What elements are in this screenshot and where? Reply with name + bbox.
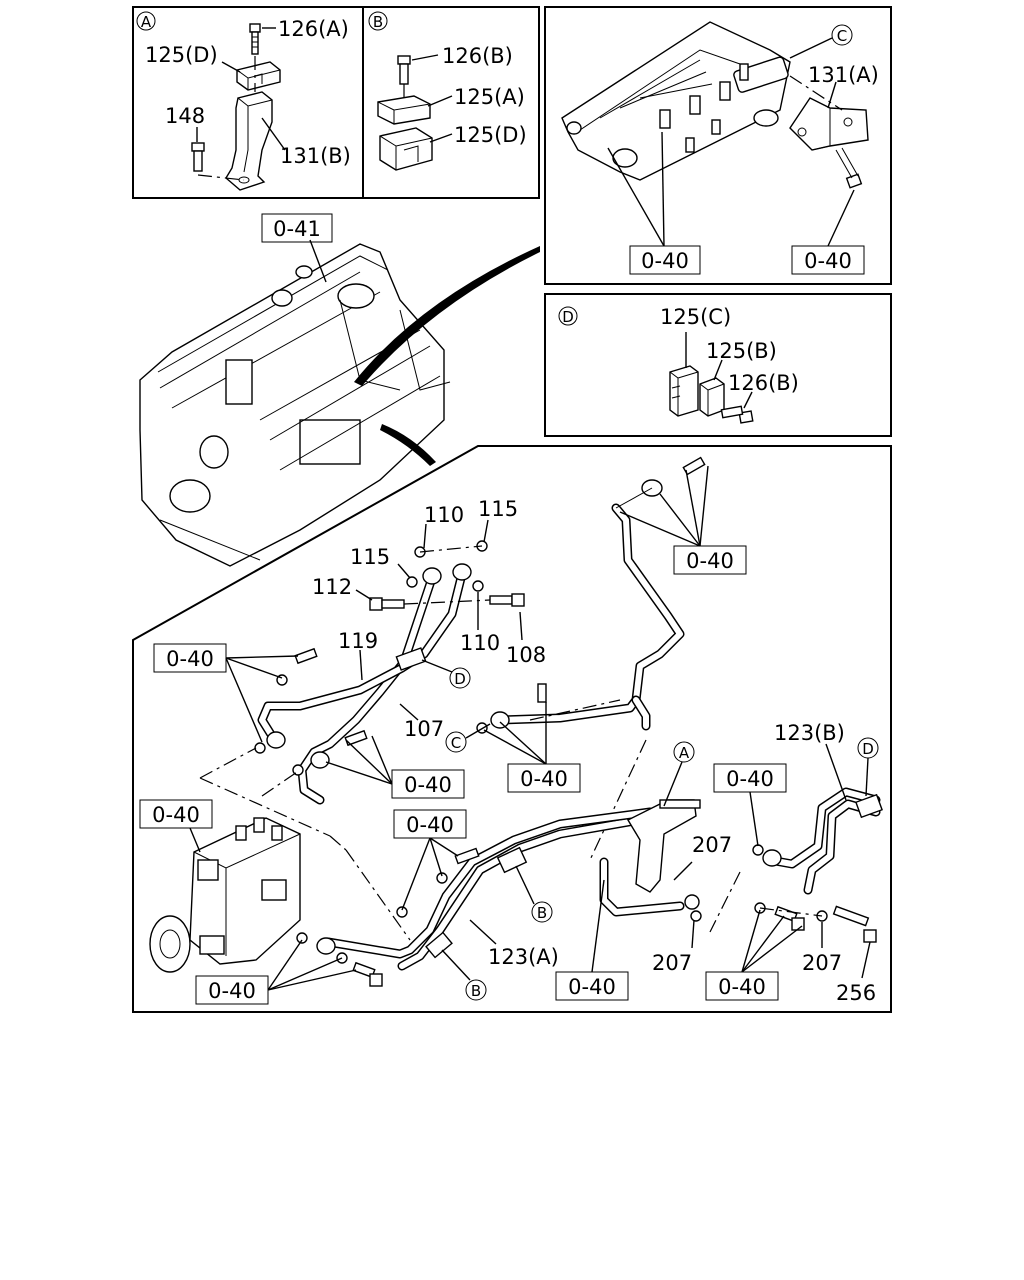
ref-main-3: 0-40 [404,773,452,797]
ref-main-1: 0-40 [686,549,734,573]
ref-main-4: 0-40 [520,767,568,791]
marker-d1: D [454,670,466,688]
marker-b1: B [537,904,547,922]
label-115a: 115 [478,497,518,521]
ref-box-main-1 [619,465,747,575]
label-123a: 123(A) [488,945,559,969]
ref-box-main-5 [713,763,787,847]
panel-c-marker: C [837,27,847,45]
panel-d-marker-circle [558,306,578,326]
label-207c: 207 [802,951,842,975]
ref-box-main-7 [393,809,467,911]
ref-main-10: 0-40 [718,975,766,999]
ref-main-6: 0-40 [152,803,200,827]
label-125a: 125(A) [454,85,525,109]
marker-b2: B [471,982,481,1000]
label-125d: 125(D) [145,43,218,67]
ref-main-9: 0-40 [568,975,616,999]
ref-box-main-4 [483,702,581,793]
label-110b: 110 [460,631,500,655]
ref-main-2: 0-40 [166,647,214,671]
ref-box-main-8 [195,939,357,1005]
ref-box-main-2 [153,643,299,743]
label-148: 148 [165,104,205,128]
bracket-a-illustration [627,799,701,893]
label-126b-d: 126(B) [728,371,799,395]
ref-box-engine [261,213,333,243]
label-125b: 125(B) [706,339,777,363]
clip-125d-b-illustration [379,127,433,171]
panel-d-marker: D [562,308,574,326]
label-131a: 131(A) [808,63,879,87]
label-125c: 125(C) [660,305,731,329]
bolt-126b-d-illustration [720,405,754,424]
bracket-131a-illustration [789,97,869,189]
label-207a: 207 [692,833,732,857]
bolt-126b-illustration [397,55,411,85]
marker-b2-circle [465,979,487,1001]
marker-d1-circle [449,667,471,689]
ref-c1: 0-40 [641,249,689,273]
label-126a: 126(A) [278,17,349,41]
ref-box-main-10 [705,909,803,1001]
label-110a: 110 [424,503,464,527]
panel-d: D 125(C) 125(B) 126(B) [544,293,892,437]
label-107: 107 [404,717,444,741]
bolt-108-illustration [489,593,525,607]
panel-b-marker: B [373,13,383,31]
ref-engine: 0-41 [273,217,321,241]
ref-main-5: 0-40 [726,767,774,791]
label-108: 108 [506,643,546,667]
ref-main-8: 0-40 [208,979,256,1003]
ref-box-c1 [629,245,701,275]
bolt-112-illustration [369,597,405,611]
panel-c: C 131(A) 0-40 0-40 [544,6,892,285]
label-256: 256 [836,981,876,1005]
bolt-148-illustration [191,142,205,172]
bolt-256-illustration [832,905,877,943]
panel-a-marker: A [141,13,152,31]
label-123b: 123(B) [774,721,845,745]
ref-box-main-9 [555,879,629,1001]
ref-box-main-6 [139,799,213,853]
label-126b: 126(B) [442,44,513,68]
bracket-131b-illustration [225,91,273,191]
marker-b1-circle [531,901,553,923]
clip-125c-illustration [669,365,699,417]
label-125d-b: 125(D) [454,123,527,147]
ref-box-c2 [791,245,865,275]
marker-c-circle [445,731,467,753]
label-115b: 115 [350,545,390,569]
injection-pump-illustration [149,817,301,973]
clip-125a-illustration [377,95,431,125]
label-119: 119 [338,629,378,653]
callout-arrow-rail [354,246,540,386]
ref-main-7: 0-40 [406,813,454,837]
bolt-126a-illustration [249,23,261,55]
panel-a-marker-circle [136,11,156,31]
bolt-pump-illustration [352,961,383,987]
marker-a: A [679,744,690,762]
label-207b: 207 [652,951,692,975]
panel-c-marker-circle [831,24,853,46]
fuel-rail-illustration [561,21,791,181]
marker-d2: D [862,740,874,758]
panel-b: B 126(B) 125(A) 125(D) [362,6,540,199]
ref-c2: 0-40 [804,249,852,273]
panel-a: A 126(A) 125(D) 131(B) [132,6,364,199]
label-131b: 131(B) [280,144,351,168]
panel-b-marker-circle [368,11,388,31]
label-112: 112 [312,575,352,599]
clip-125d-illustration [236,61,281,91]
marker-a-circle [673,741,695,763]
clip-125b-illustration [699,377,725,417]
ref-box-main-3 [325,735,465,799]
marker-c: C [451,734,461,752]
engine-illustration [139,243,451,567]
callout-arrow-main [380,424,436,466]
main-panel: 110 115 115 112 110 108 119 107 123(B) 1… [132,445,892,1013]
